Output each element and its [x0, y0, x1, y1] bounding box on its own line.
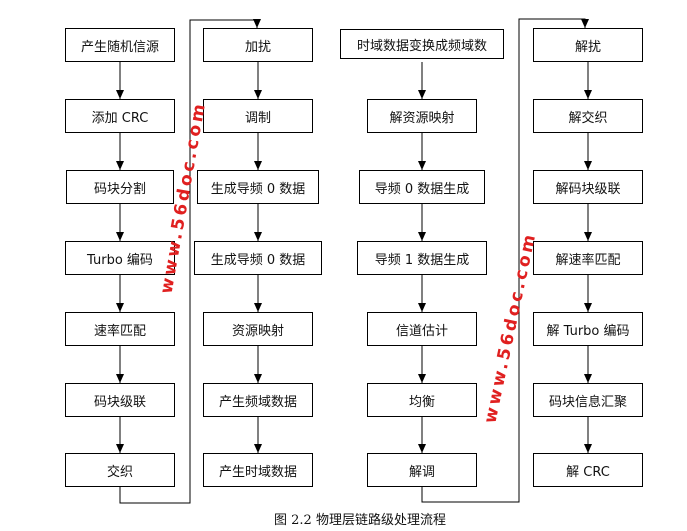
arrowhead-icon: [584, 444, 592, 453]
arrowhead-icon: [116, 232, 124, 241]
process-step-box: 码块分割: [66, 170, 174, 204]
arrowhead-icon: [581, 19, 589, 28]
arrowhead-icon: [116, 161, 124, 170]
arrowhead-icon: [254, 232, 262, 241]
arrowhead-icon: [418, 374, 426, 383]
figure-caption: 图 2.2 物理层链路级处理流程: [274, 513, 446, 528]
process-step-box: 调制: [203, 99, 313, 133]
process-step-box: 均衡: [367, 383, 477, 417]
process-step-box: 码块信息汇聚: [533, 383, 643, 417]
process-step-box: 导频 0 数据生成: [359, 170, 485, 204]
process-step-box: Turbo 编码: [65, 241, 175, 275]
process-step-box: 速率匹配: [65, 312, 175, 346]
process-step-box: 生成导频 0 数据: [194, 241, 322, 275]
process-step-box: 时域数据变换成频域数: [340, 29, 504, 59]
process-step-box: 码块级联: [65, 383, 175, 417]
arrowhead-icon: [254, 90, 262, 99]
process-step-box: 解交织: [533, 99, 643, 133]
process-step-box: 解码块级联: [533, 170, 643, 204]
process-step-box: 加扰: [203, 28, 313, 62]
arrowhead-icon: [116, 444, 124, 453]
arrowhead-icon: [253, 19, 261, 28]
arrowhead-icon: [418, 444, 426, 453]
arrowhead-icon: [584, 90, 592, 99]
arrowhead-icon: [254, 444, 262, 453]
arrowhead-icon: [584, 374, 592, 383]
arrowhead-icon: [584, 303, 592, 312]
process-step-box: 交织: [65, 453, 175, 487]
process-step-box: 生成导频 0 数据: [197, 170, 319, 204]
process-step-box: 解 CRC: [533, 453, 643, 487]
process-step-box: 资源映射: [203, 312, 313, 346]
process-step-box: 产生时域数据: [203, 453, 313, 487]
arrowhead-icon: [418, 303, 426, 312]
arrowhead-icon: [254, 161, 262, 170]
arrowhead-icon: [418, 161, 426, 170]
process-step-box: 解调: [367, 453, 477, 487]
arrowhead-icon: [584, 232, 592, 241]
arrowhead-icon: [116, 374, 124, 383]
arrowhead-icon: [418, 90, 426, 99]
arrowhead-icon: [116, 90, 124, 99]
process-step-box: 解资源映射: [367, 99, 477, 133]
process-step-box: 信道估计: [367, 312, 477, 346]
process-step-box: 产生频域数据: [203, 383, 313, 417]
arrowhead-icon: [254, 303, 262, 312]
process-step-box: 解 Turbo 编码: [533, 312, 643, 346]
process-step-box: 解速率匹配: [533, 241, 643, 275]
process-step-box: 解扰: [533, 28, 643, 62]
process-step-box: 添加 CRC: [65, 99, 175, 133]
arrowhead-icon: [116, 303, 124, 312]
process-step-box: 产生随机信源: [65, 28, 175, 62]
arrowhead-icon: [584, 161, 592, 170]
arrowhead-icon: [254, 374, 262, 383]
arrowhead-icon: [418, 232, 426, 241]
process-step-box: 导频 1 数据生成: [357, 241, 487, 275]
